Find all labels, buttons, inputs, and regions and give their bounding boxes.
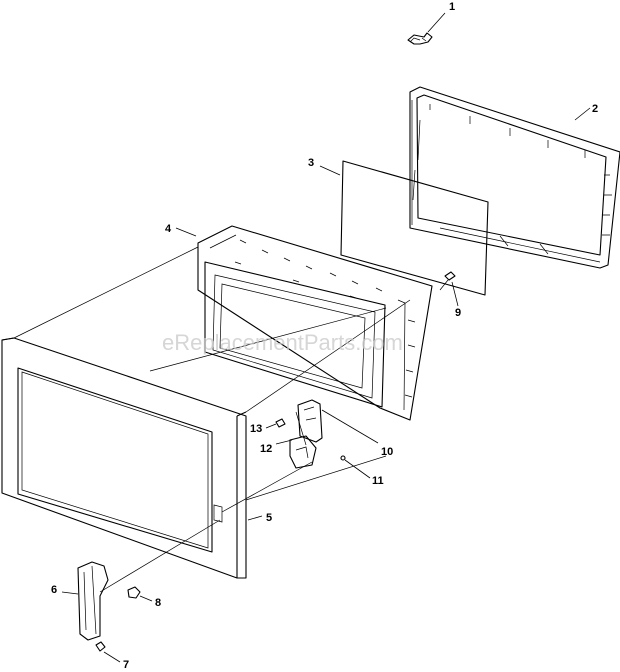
callout-9: 9 [455,307,461,319]
callout-12: 12 [260,443,272,455]
part-7-screw [95,641,121,663]
callout-13: 13 [250,423,262,435]
part-2-door-frame [409,86,620,269]
part-1-clip [407,12,446,45]
callout-5: 5 [266,512,272,524]
part-8-screw [127,586,153,602]
part-5-outer-door-frame [1,337,263,579]
part-13-screw [265,418,286,429]
callout-4: 4 [165,223,172,235]
part-11-pin [340,455,371,479]
part-10-latch-hook [297,399,379,444]
callout-11: 11 [372,475,384,487]
part-9-screw [439,271,459,307]
callout-3: 3 [308,157,314,169]
callout-10: 10 [381,446,393,458]
assembly-guide-lines [13,246,411,593]
part-4-inner-door-panel [175,225,433,421]
part-3-window-glass [319,160,489,296]
callout-6: 6 [51,584,57,596]
callout-2: 2 [592,103,598,115]
callout-7: 7 [123,659,129,671]
watermark-text: eReplacementParts.com [162,330,403,355]
callout-8: 8 [155,597,161,609]
part-6-handle [61,561,109,641]
callout-1: 1 [449,1,455,13]
part-12-latch-lever [275,411,317,469]
